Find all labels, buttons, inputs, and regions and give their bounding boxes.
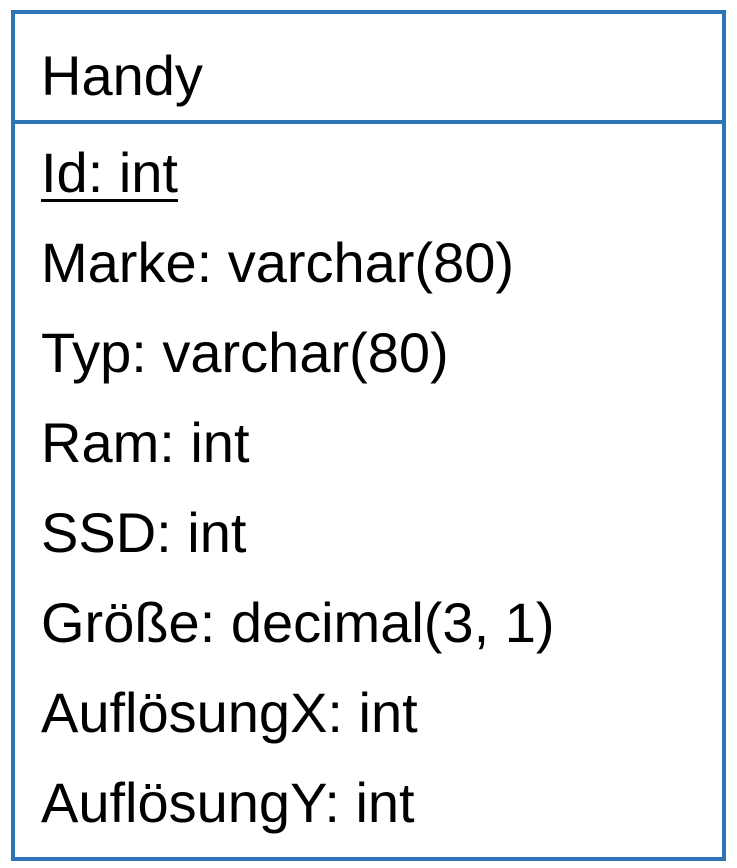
entity-header: Handy <box>15 14 722 124</box>
attribute-id-primary-key: Id: int <box>41 141 178 204</box>
attribute-typ: Typ: varchar(80) <box>41 321 449 384</box>
entity-box-handy: Handy Id: int Marke: varchar(80) Typ: va… <box>11 10 726 861</box>
attribute-ssd: SSD: int <box>41 501 247 564</box>
attribute-marke: Marke: varchar(80) <box>41 231 515 294</box>
attribute-groesse: Größe: decimal(3, 1) <box>41 591 555 654</box>
attribute-aufloesung-x: AuflösungX: int <box>41 681 418 744</box>
attribute-aufloesung-y: AuflösungY: int <box>41 771 415 834</box>
attribute-list: Id: int Marke: varchar(80) Typ: varchar(… <box>41 128 555 848</box>
attribute-ram: Ram: int <box>41 411 250 474</box>
entity-title: Handy <box>41 44 203 107</box>
